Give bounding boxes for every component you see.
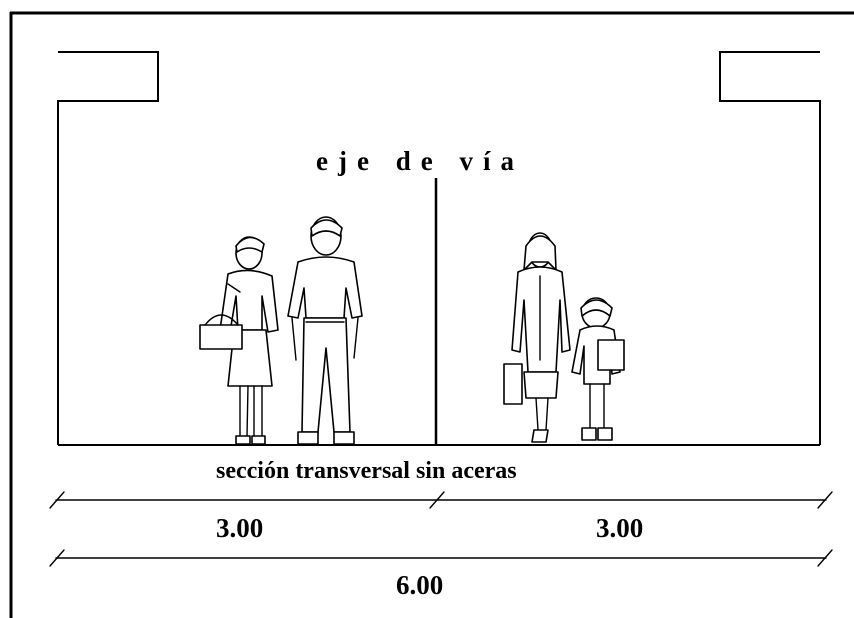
section-caption: sección transversal sin aceras <box>216 458 517 484</box>
pedestrian-child-icon <box>571 297 625 441</box>
pedestrian-woman-coat-icon <box>503 232 571 443</box>
dimension-line-total <box>49 549 833 567</box>
dimension-line-halves <box>49 491 833 509</box>
dimension-total: 6.00 <box>396 570 443 600</box>
pedestrian-woman-handbag-icon <box>199 236 279 445</box>
pedestrian-man-icon <box>287 216 363 445</box>
left-curb <box>57 51 159 445</box>
road-axis-label: eje de vía <box>316 146 524 176</box>
right-curb <box>719 51 821 445</box>
dimension-left-half: 3.00 <box>216 513 263 543</box>
dimension-right-half: 3.00 <box>596 513 643 543</box>
